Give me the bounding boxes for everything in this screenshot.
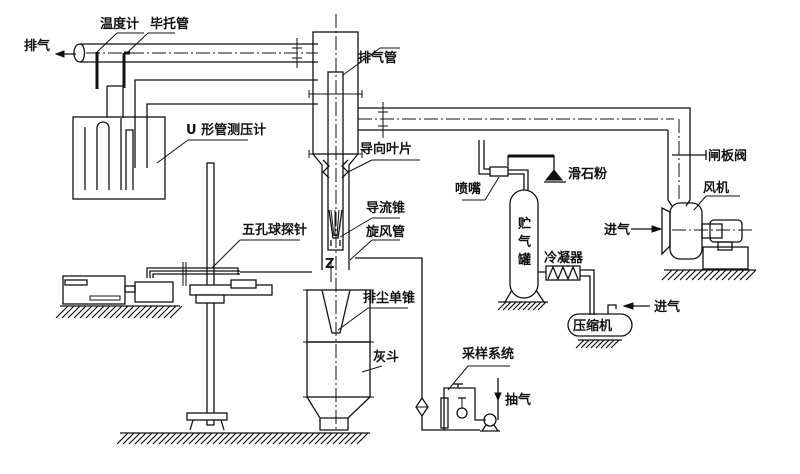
label-compressor: 压缩机 bbox=[573, 318, 612, 334]
fan bbox=[661, 195, 752, 270]
gate-valve bbox=[672, 150, 707, 160]
label-air-tank-2: 气 bbox=[518, 234, 531, 250]
nozzle-leader bbox=[462, 176, 500, 201]
ground-tank bbox=[497, 301, 548, 311]
label-fan: 风机 bbox=[703, 180, 729, 196]
compressor bbox=[567, 302, 650, 337]
exhaust-duct bbox=[73, 38, 318, 68]
label-dust-cone: 排尘单锥 bbox=[363, 290, 415, 306]
label-five-hole-probe: 五孔球探针 bbox=[242, 222, 307, 238]
ground-main bbox=[116, 432, 370, 445]
label-cyclone-tube: 旋风管 bbox=[365, 224, 405, 240]
dust-cone-leader bbox=[337, 307, 408, 331]
pitot-tube bbox=[106, 32, 175, 118]
ground-compressor bbox=[575, 339, 622, 349]
label-exhaust-pipe: 排气管 bbox=[358, 50, 397, 66]
cyclone-tube-leader bbox=[349, 239, 400, 261]
label-condenser: 冷凝器 bbox=[544, 250, 584, 266]
sampling-system bbox=[355, 257, 510, 432]
label-gate-valve: 闸板阀 bbox=[708, 148, 747, 164]
label-thermometer: 温度计 bbox=[100, 16, 139, 32]
ground-instruments bbox=[55, 305, 183, 319]
label-nozzle: 喷嘴 bbox=[455, 181, 481, 197]
pressure-lines bbox=[134, 79, 318, 168]
label-exhaust: 排气 bbox=[24, 38, 50, 54]
label-suction: 抽气 bbox=[505, 392, 531, 408]
label-air-inlet-compressor: 进气 bbox=[654, 299, 680, 315]
label-sampling-system: 采样系统 bbox=[461, 346, 514, 362]
cyclone-column bbox=[303, 14, 400, 431]
condenser bbox=[538, 265, 595, 315]
talc-feed bbox=[478, 140, 566, 190]
label-air-tank-3: 罐 bbox=[517, 252, 531, 268]
label-talc-powder: 滑石粉 bbox=[568, 166, 607, 182]
label-air-tank-1: 贮 bbox=[517, 216, 531, 232]
label-flow-cone: 导流锥 bbox=[366, 200, 405, 216]
fan-inlet-arrow bbox=[631, 225, 663, 233]
label-air-inlet-fan: 进气 bbox=[604, 222, 630, 238]
label-ash-hopper: 灰斗 bbox=[373, 349, 399, 365]
flow-cone-leader bbox=[339, 217, 400, 238]
u-tube-manometer bbox=[72, 116, 248, 200]
label-pitot-tube: 毕托管 bbox=[150, 16, 189, 32]
ground-fan bbox=[661, 269, 757, 281]
label-u-tube-manometer: U 形管测压计 bbox=[186, 122, 266, 138]
label-z-axis: Z bbox=[325, 257, 334, 272]
guide-vanes-leader bbox=[347, 159, 420, 173]
probe-traverse bbox=[60, 162, 312, 431]
fan-duct bbox=[358, 102, 691, 200]
exhaust-arrow bbox=[54, 50, 76, 58]
thermometer bbox=[95, 32, 144, 89]
label-guide-vanes: 导向叶片 bbox=[360, 141, 412, 157]
air-tank bbox=[504, 189, 545, 303]
ash-hopper-leader bbox=[361, 365, 383, 373]
